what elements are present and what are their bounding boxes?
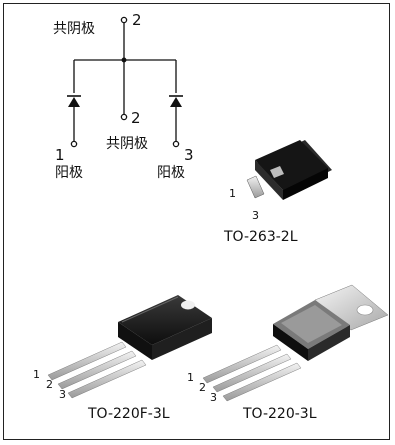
to220-pin-3: 3 — [210, 391, 217, 404]
right-pin-number: 3 — [184, 146, 194, 164]
to220f-pin-3: 3 — [59, 388, 66, 401]
to263-pin-1: 1 — [229, 187, 236, 200]
top-pin-number: 2 — [132, 11, 142, 29]
to220f-package-image — [47, 295, 212, 399]
right-pin-terminal — [172, 140, 180, 148]
to220-package-image — [202, 284, 389, 402]
right-diode-symbol — [169, 95, 183, 107]
left-pin-number: 1 — [55, 146, 65, 164]
left-diode-symbol — [67, 95, 81, 107]
mid-pin-number: 2 — [131, 109, 141, 127]
to220f-pin-1: 1 — [33, 368, 40, 381]
left-pin-terminal — [70, 140, 78, 148]
to263-package-image — [246, 140, 332, 200]
top-label: 共阴极 — [53, 21, 95, 37]
to220-pin-1: 1 — [187, 371, 194, 384]
top-pin-terminal — [120, 16, 128, 24]
diode-schematic — [70, 16, 180, 148]
to263-name: TO-263-2L — [223, 229, 298, 245]
to263-pin-3: 3 — [252, 209, 259, 222]
to220f-name: TO-220F-3L — [87, 406, 170, 422]
to220f-pin-2: 2 — [46, 378, 53, 391]
mid-label: 共阴极 — [106, 136, 148, 152]
to220-pin-2: 2 — [199, 381, 206, 394]
left-label: 阳极 — [55, 165, 83, 181]
to220-name: TO-220-3L — [242, 406, 317, 422]
mid-pin-terminal — [120, 113, 128, 121]
right-label: 阳极 — [157, 165, 185, 181]
